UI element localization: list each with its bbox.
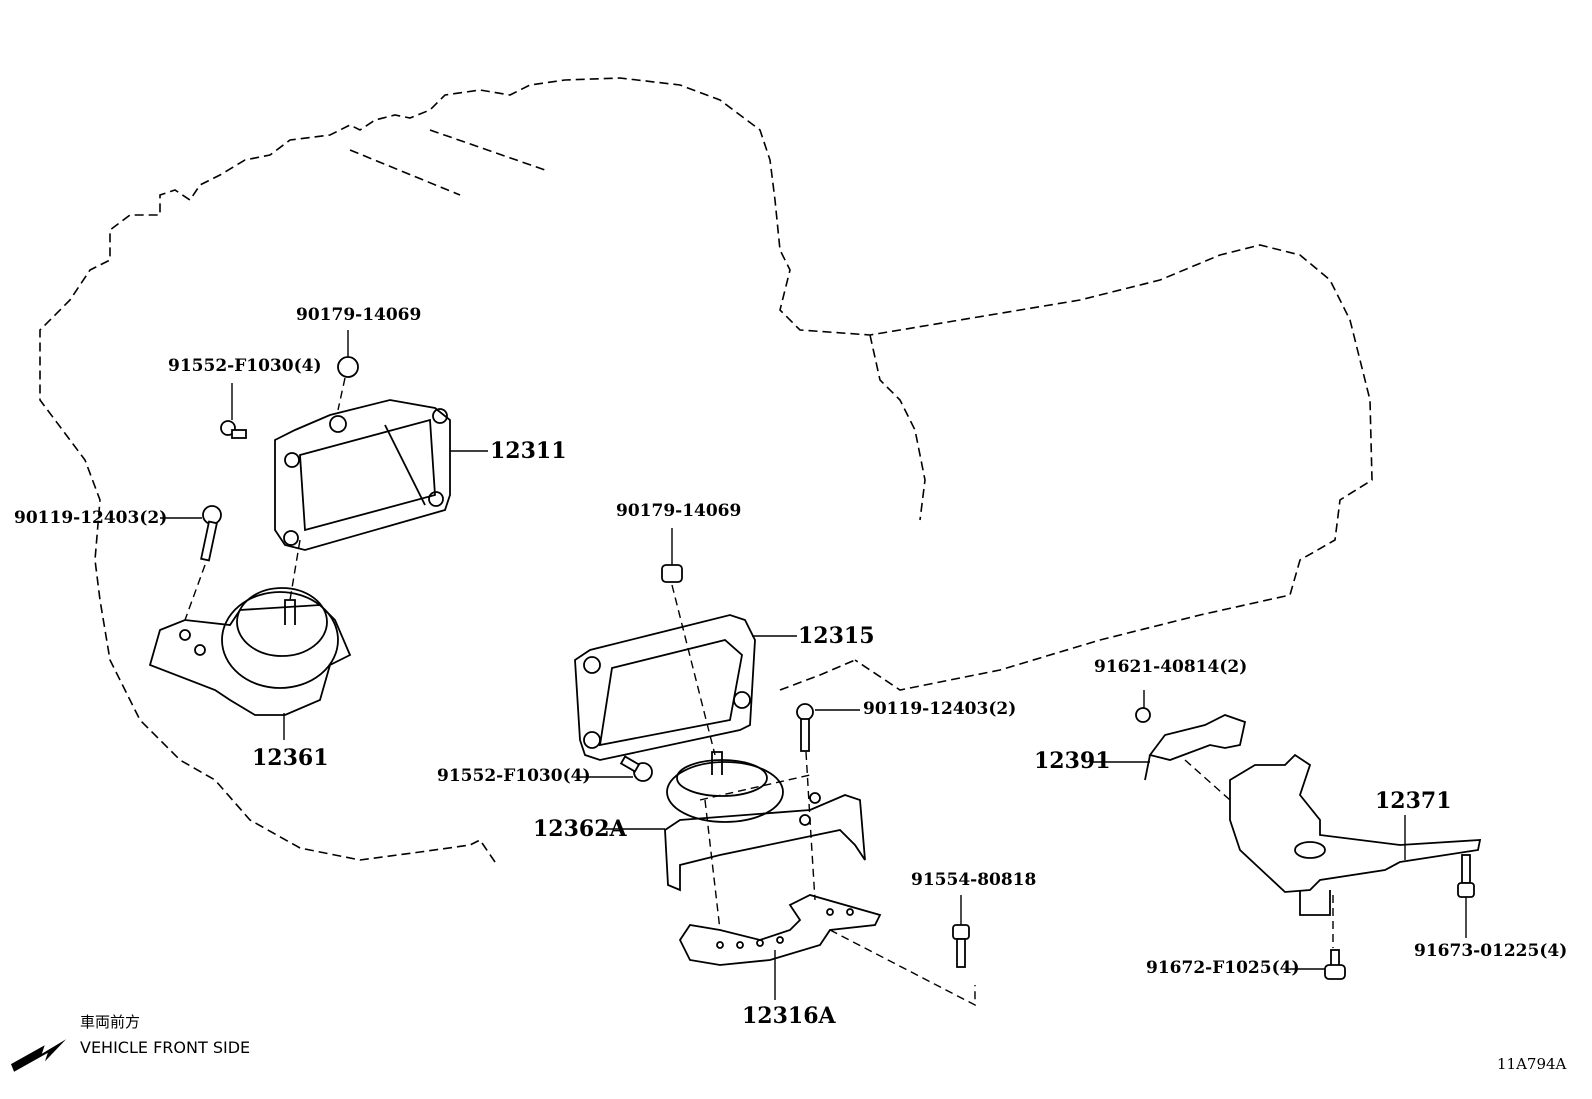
bolt-91552-f1030-upper[interactable] xyxy=(220,420,247,439)
part-12361-mount[interactable] xyxy=(148,587,352,716)
bolt-91672-f1025[interactable] xyxy=(1324,949,1346,980)
label-91552-f1030-upper[interactable]: 91552-F1030(4) xyxy=(168,356,322,376)
label-12361[interactable]: 12361 xyxy=(252,745,329,771)
label-91673-01225[interactable]: 91673-01225(4) xyxy=(1414,941,1568,961)
part-12391-bracket[interactable] xyxy=(1144,714,1247,781)
nut-90179-14069-lower[interactable] xyxy=(661,564,683,583)
label-12391[interactable]: 12391 xyxy=(1034,748,1111,774)
bolt-91554-80818[interactable] xyxy=(952,924,970,968)
leader-lines xyxy=(160,330,1467,1000)
label-91552-f1030-lower[interactable]: 91552-F1030(4) xyxy=(437,766,591,786)
bolt-90119-12403-right[interactable] xyxy=(796,703,814,752)
drawing-code: 11A794A xyxy=(1497,1055,1567,1073)
label-90179-14069-upper[interactable]: 90179-14069 xyxy=(296,305,422,325)
arrow-down-left-icon xyxy=(10,1039,67,1072)
fasteners xyxy=(200,356,1475,980)
bolt-90119-12403-left[interactable] xyxy=(200,505,222,562)
alignment-lines xyxy=(184,377,1334,1007)
part-12362a-mount[interactable] xyxy=(664,751,866,892)
label-91621-40814[interactable]: 91621-40814(2) xyxy=(1094,657,1248,677)
label-91554-80818[interactable]: 91554-80818 xyxy=(911,870,1037,890)
direction-note-english: VEHICLE FRONT SIDE xyxy=(80,1038,251,1057)
part-12371-crossmember[interactable] xyxy=(1229,753,1482,916)
bolt-91673-01225[interactable] xyxy=(1457,854,1475,898)
bolt-91621-40814[interactable] xyxy=(1135,707,1151,723)
label-12316a[interactable]: 12316A xyxy=(742,1003,836,1029)
label-12315[interactable]: 12315 xyxy=(798,623,875,649)
label-90179-14069-lower[interactable]: 90179-14069 xyxy=(616,501,742,521)
label-90119-12403-left[interactable]: 90119-12403(2) xyxy=(14,508,168,528)
part-12316a-plate[interactable] xyxy=(678,894,882,966)
bolt-91552-f1030-lower[interactable] xyxy=(619,755,653,782)
engine-transmission-outline xyxy=(39,77,1373,863)
part-12311-bracket[interactable] xyxy=(274,399,451,551)
label-12362a[interactable]: 12362A xyxy=(533,816,627,842)
nut-90179-14069-upper[interactable] xyxy=(337,356,359,378)
label-90119-12403-right[interactable]: 90119-12403(2) xyxy=(863,699,1017,719)
part-12315-bracket[interactable] xyxy=(574,614,756,761)
direction-note-japanese: 車両前方 xyxy=(80,1013,141,1031)
label-91672-f1025[interactable]: 91672-F1025(4) xyxy=(1146,958,1300,978)
label-12311[interactable]: 12311 xyxy=(490,438,567,464)
label-12371[interactable]: 12371 xyxy=(1375,788,1452,814)
